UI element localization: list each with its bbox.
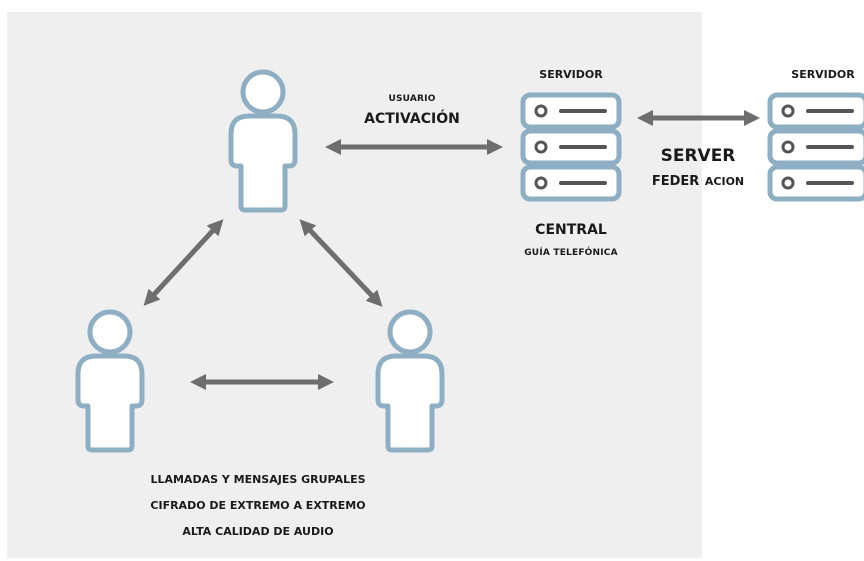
feature-line-2: CIFRADO DE EXTREMO A EXTREMO (150, 499, 366, 512)
feder-text: FEDER (651, 174, 700, 189)
federacion-label: FEDER ACION (652, 172, 744, 188)
server-icon-central (523, 95, 619, 199)
arrow-top-to-left (143, 219, 224, 306)
central-label: CENTRAL (535, 222, 607, 238)
remote-server-title: SERVIDOR (791, 68, 855, 81)
central-server-title: SERVIDOR (539, 68, 603, 81)
server-label: SERVER (660, 146, 736, 166)
feature-line-1: LLAMADAS Y MENSAJES GRUPALES (150, 473, 366, 486)
user-icon-top (231, 72, 295, 210)
arrow-top-to-right (299, 219, 383, 307)
acion-text: ACION (704, 175, 745, 188)
feature-line-3: ALTA CALIDAD DE AUDIO (182, 525, 334, 538)
server-icon-remote (770, 95, 864, 199)
user-icon-right (378, 312, 442, 450)
user-icon-left (78, 312, 142, 450)
guia-telefonica-label: GUÍA TELEFÓNICA (524, 248, 618, 258)
activacion-label: ACTIVACIÓN (364, 111, 460, 127)
usuario-label: USUARIO (388, 94, 436, 104)
